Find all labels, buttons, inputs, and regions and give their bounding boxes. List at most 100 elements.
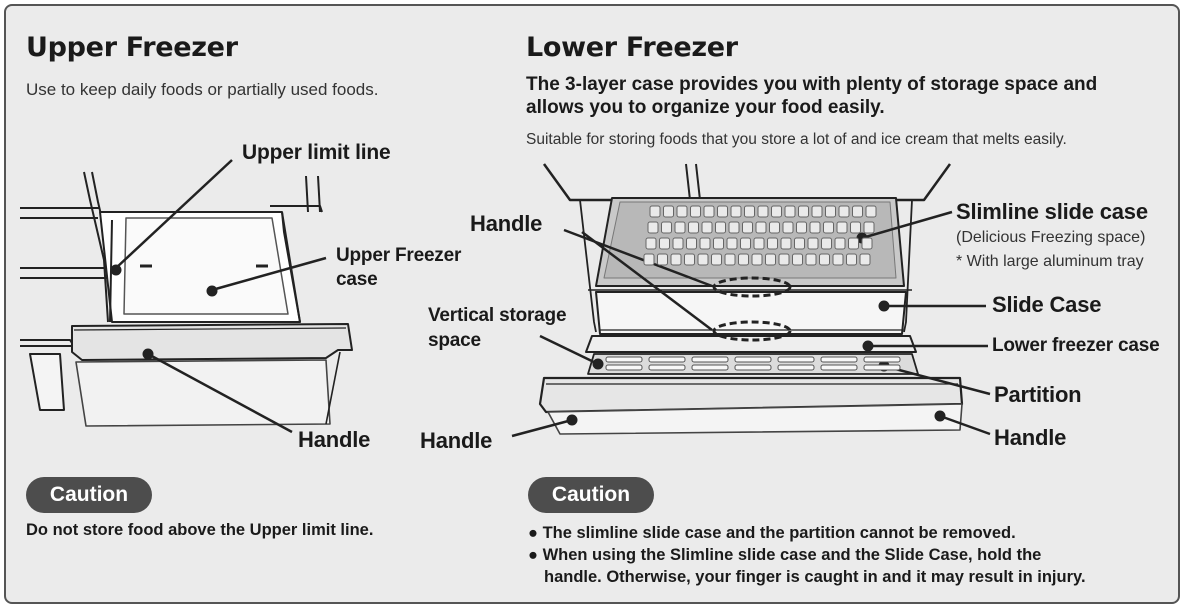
tray-dimple <box>796 221 807 234</box>
delicious-freezing-label: (Delicious Freezing space) <box>956 229 1146 246</box>
partition-slot <box>777 356 815 363</box>
slimline-slide-case-label: Slimline slide case <box>956 199 1148 224</box>
tray-dimple <box>811 205 823 218</box>
tray-dimple <box>657 253 668 266</box>
lower-freezer-drawing <box>511 163 991 438</box>
tray-dimple <box>690 205 701 218</box>
tray-dimple <box>807 237 819 250</box>
tray-dimple <box>836 221 848 234</box>
tray-dimple <box>865 205 877 218</box>
tray-dimple <box>643 253 655 266</box>
tray-dimple <box>780 237 792 250</box>
tray-dimple <box>859 253 871 266</box>
upper-handle-label: Handle <box>298 427 371 452</box>
partition-slot <box>734 356 772 363</box>
tray-dimple <box>730 205 742 218</box>
tray-dimple <box>852 205 863 218</box>
tray-dimple <box>645 237 657 250</box>
partition-slot <box>863 356 901 363</box>
aluminum-tray-label: * With large aluminum tray <box>956 253 1144 270</box>
tray-dimple <box>661 221 672 234</box>
tray-dimple <box>819 253 830 266</box>
upper-caution-text: Do not store food above the Upper limit … <box>26 521 374 539</box>
upper-freezer-drawing <box>20 159 353 434</box>
lower-freezer-subtitle-line1: The 3-layer case provides you with plent… <box>526 74 1098 95</box>
tray-dimple <box>848 237 859 250</box>
lower-caution-bullet-2-line2: handle. Otherwise, your finger is caught… <box>544 568 1086 586</box>
lower-caution-bullet-2-line1: When using the Slimline slide case and t… <box>542 546 1042 564</box>
tray-dimple <box>699 237 711 250</box>
tray-dimple <box>821 237 832 250</box>
tray-dimple <box>744 205 755 218</box>
tray-dimple <box>792 253 803 266</box>
lower-freezer-subtitle: The 3-layer case provides you with plent… <box>526 73 1097 119</box>
tray-dimple <box>765 253 776 266</box>
tray-dimple <box>713 237 724 250</box>
tray-dimple <box>834 237 846 250</box>
tray-dimple <box>740 237 751 250</box>
tray-dimple <box>684 253 695 266</box>
upper-freezer-title: Upper Freezer <box>26 32 238 63</box>
tray-dimple <box>863 221 875 234</box>
vertical-storage-label-line2: space <box>428 330 481 351</box>
upper-freezer-case-label-line2: case <box>336 269 378 290</box>
tray-dimple <box>701 221 713 234</box>
upper-caution-badge: Caution <box>26 477 152 513</box>
tray-dimple <box>778 253 790 266</box>
tray-dimple <box>676 205 688 218</box>
tray-dimple <box>753 237 765 250</box>
tray-dimple <box>672 237 684 250</box>
vertical-storage-label: Vertical storage space <box>428 303 567 353</box>
lower-caution-bullet-2: ● When using the Slimline slide case and… <box>528 544 1086 566</box>
tray-dimple <box>703 205 715 218</box>
partition-slot <box>734 364 772 371</box>
tray-dimple <box>751 253 763 266</box>
tray-dimple <box>688 221 699 234</box>
partition-slot <box>648 364 686 371</box>
tray-dimple <box>823 221 834 234</box>
tray-dimple <box>659 237 670 250</box>
tray-dimple <box>809 221 821 234</box>
tray-dimple <box>769 221 780 234</box>
tray-dimple <box>784 205 796 218</box>
tray-dimple <box>825 205 836 218</box>
partition-slots <box>605 356 901 371</box>
tray-dimple <box>647 221 659 234</box>
tray-dimple <box>850 221 861 234</box>
upper-freezer-case-label-line1: Upper Freezer <box>336 245 462 266</box>
aluminum-tray-grid <box>643 205 877 266</box>
tray-dimple <box>697 253 709 266</box>
tray-dimple <box>686 237 697 250</box>
partition-slot <box>691 364 729 371</box>
lower-freezer-note: Suitable for storing foods that you stor… <box>526 131 1067 148</box>
partition-label: Partition <box>994 382 1082 407</box>
upper-limit-line-label: Upper limit line <box>242 141 391 164</box>
lower-caution-list: ● The slimline slide case and the partit… <box>528 522 1086 588</box>
tray-dimple <box>771 205 782 218</box>
tray-dimple <box>715 221 726 234</box>
partition-slot <box>605 364 643 371</box>
tray-dimple <box>767 237 778 250</box>
partition-slot <box>820 364 858 371</box>
tray-dimple <box>755 221 767 234</box>
tray-dimple <box>663 205 674 218</box>
tray-dimple <box>738 253 749 266</box>
lower-handle-top-label: Handle <box>470 211 543 236</box>
tray-dimple <box>724 253 736 266</box>
tray-dimple <box>794 237 805 250</box>
partition-slot <box>777 364 815 371</box>
lower-freezer-title: Lower Freezer <box>526 32 738 63</box>
lower-caution-bullet-1: ● The slimline slide case and the partit… <box>528 522 1086 544</box>
partition-slot <box>605 356 643 363</box>
tray-dimple <box>674 221 686 234</box>
tray-dimple <box>728 221 740 234</box>
tray-dimple <box>805 253 817 266</box>
lower-freezer-case-label: Lower freezer case <box>992 335 1160 356</box>
tray-dimple <box>846 253 857 266</box>
slide-case-label: Slide Case <box>992 292 1102 317</box>
tray-dimple <box>861 237 873 250</box>
tray-dimple <box>670 253 682 266</box>
bullet-dot-icon: ● <box>528 546 538 564</box>
lower-freezer-subtitle-line2: allows you to organize your food easily. <box>526 97 885 118</box>
